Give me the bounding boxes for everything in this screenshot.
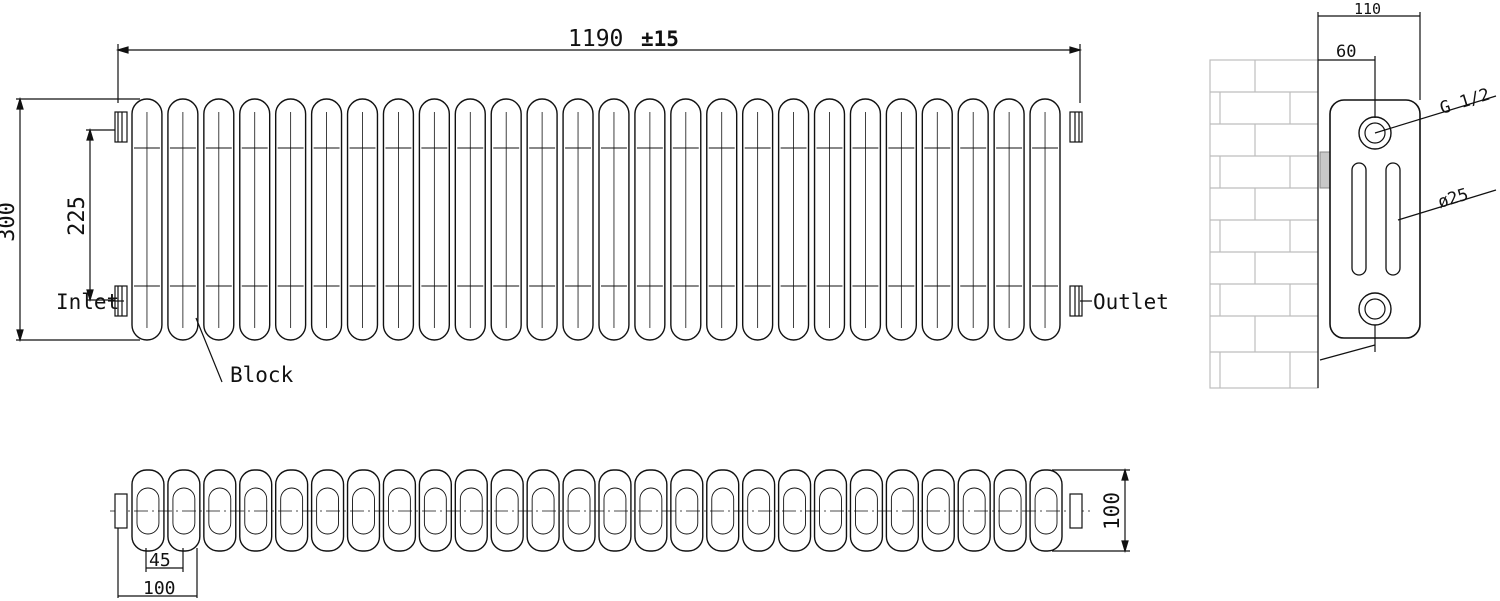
front-column (921, 98, 953, 341)
wall-bracket (1319, 151, 1331, 189)
front-column (131, 98, 163, 341)
top-column (813, 469, 848, 552)
top-valves (114, 493, 1083, 529)
lower-connection-outer (1358, 292, 1392, 326)
front-columns (131, 98, 1061, 341)
front-column (1029, 98, 1061, 341)
top-column (1029, 469, 1063, 552)
tube-slot-left (1351, 162, 1367, 276)
brick-wall (1209, 59, 1319, 389)
block-label: Block (230, 363, 294, 387)
lower-connection-inner (1364, 298, 1386, 320)
front-column (203, 98, 235, 341)
wall-offset-value: 60 (1336, 42, 1356, 62)
top-column (670, 469, 704, 552)
top-view: 100 45 100 (110, 467, 1130, 599)
top-column (131, 469, 165, 552)
side-view: 110 60 G 1/2 ø25 (1209, 0, 1497, 389)
top-column (490, 469, 524, 552)
front-column (813, 98, 846, 341)
height-dimension (16, 96, 140, 343)
front-column (885, 98, 918, 341)
top-column (706, 469, 740, 552)
front-column (490, 98, 522, 341)
inlet-valve (114, 111, 128, 317)
block-leader (195, 317, 223, 383)
inlet-label: Inlet (56, 290, 119, 314)
depth-value: 100 (1100, 492, 1124, 530)
centres-value: 225 (65, 196, 90, 236)
front-column (706, 98, 738, 341)
top-column (346, 469, 381, 552)
front-column (346, 98, 379, 341)
width-dimension (115, 44, 1083, 103)
height-value: 300 (0, 202, 20, 242)
top-columns (131, 469, 1063, 552)
top-column (310, 469, 345, 552)
pitch-value: 45 (149, 550, 171, 571)
front-column (310, 98, 343, 341)
front-column (634, 98, 666, 341)
total-depth-value: 110 (1354, 0, 1381, 18)
top-column (777, 469, 812, 552)
front-view: 1190 ±15 300 225 (0, 26, 1169, 387)
width-tolerance: ±15 (641, 27, 679, 51)
front-column (598, 98, 630, 341)
top-column (921, 469, 955, 552)
tube-diameter-label: ø25 (1436, 185, 1471, 213)
front-column (418, 98, 451, 341)
top-column (562, 469, 596, 552)
end-offset-value: 100 (143, 578, 176, 599)
centres-dimension (86, 127, 125, 303)
top-column (167, 469, 201, 552)
outlet-label: Outlet (1093, 290, 1169, 314)
front-column (239, 98, 271, 341)
top-column (239, 469, 273, 552)
top-column (526, 469, 560, 552)
top-column (993, 469, 1027, 552)
front-column (993, 98, 1025, 341)
front-column (777, 98, 810, 341)
top-column (741, 469, 776, 552)
top-column (203, 469, 237, 552)
top-column (274, 469, 309, 552)
top-column (634, 469, 668, 552)
width-value: 1190 (568, 26, 623, 52)
front-column (526, 98, 558, 341)
front-column (562, 98, 594, 341)
front-column (274, 98, 307, 341)
upper-connection-inner (1364, 122, 1386, 144)
thread-label: G 1/2 (1438, 85, 1493, 119)
front-column (167, 98, 199, 341)
top-column (454, 469, 488, 552)
end-offset-dimension (117, 528, 198, 598)
top-column (598, 469, 632, 552)
side-dimensions (1317, 12, 1497, 361)
front-column (670, 98, 702, 341)
front-column (957, 98, 989, 341)
outlet-valve (1069, 111, 1083, 317)
top-column (418, 469, 453, 552)
front-column (741, 98, 774, 341)
depth-dimension (1052, 467, 1130, 554)
front-column (454, 98, 486, 341)
top-column (849, 469, 884, 552)
pitch-dimension (145, 548, 184, 572)
top-column (885, 469, 920, 552)
top-column (382, 469, 417, 552)
front-column (849, 98, 882, 341)
front-column (382, 98, 415, 341)
top-column (957, 469, 991, 552)
